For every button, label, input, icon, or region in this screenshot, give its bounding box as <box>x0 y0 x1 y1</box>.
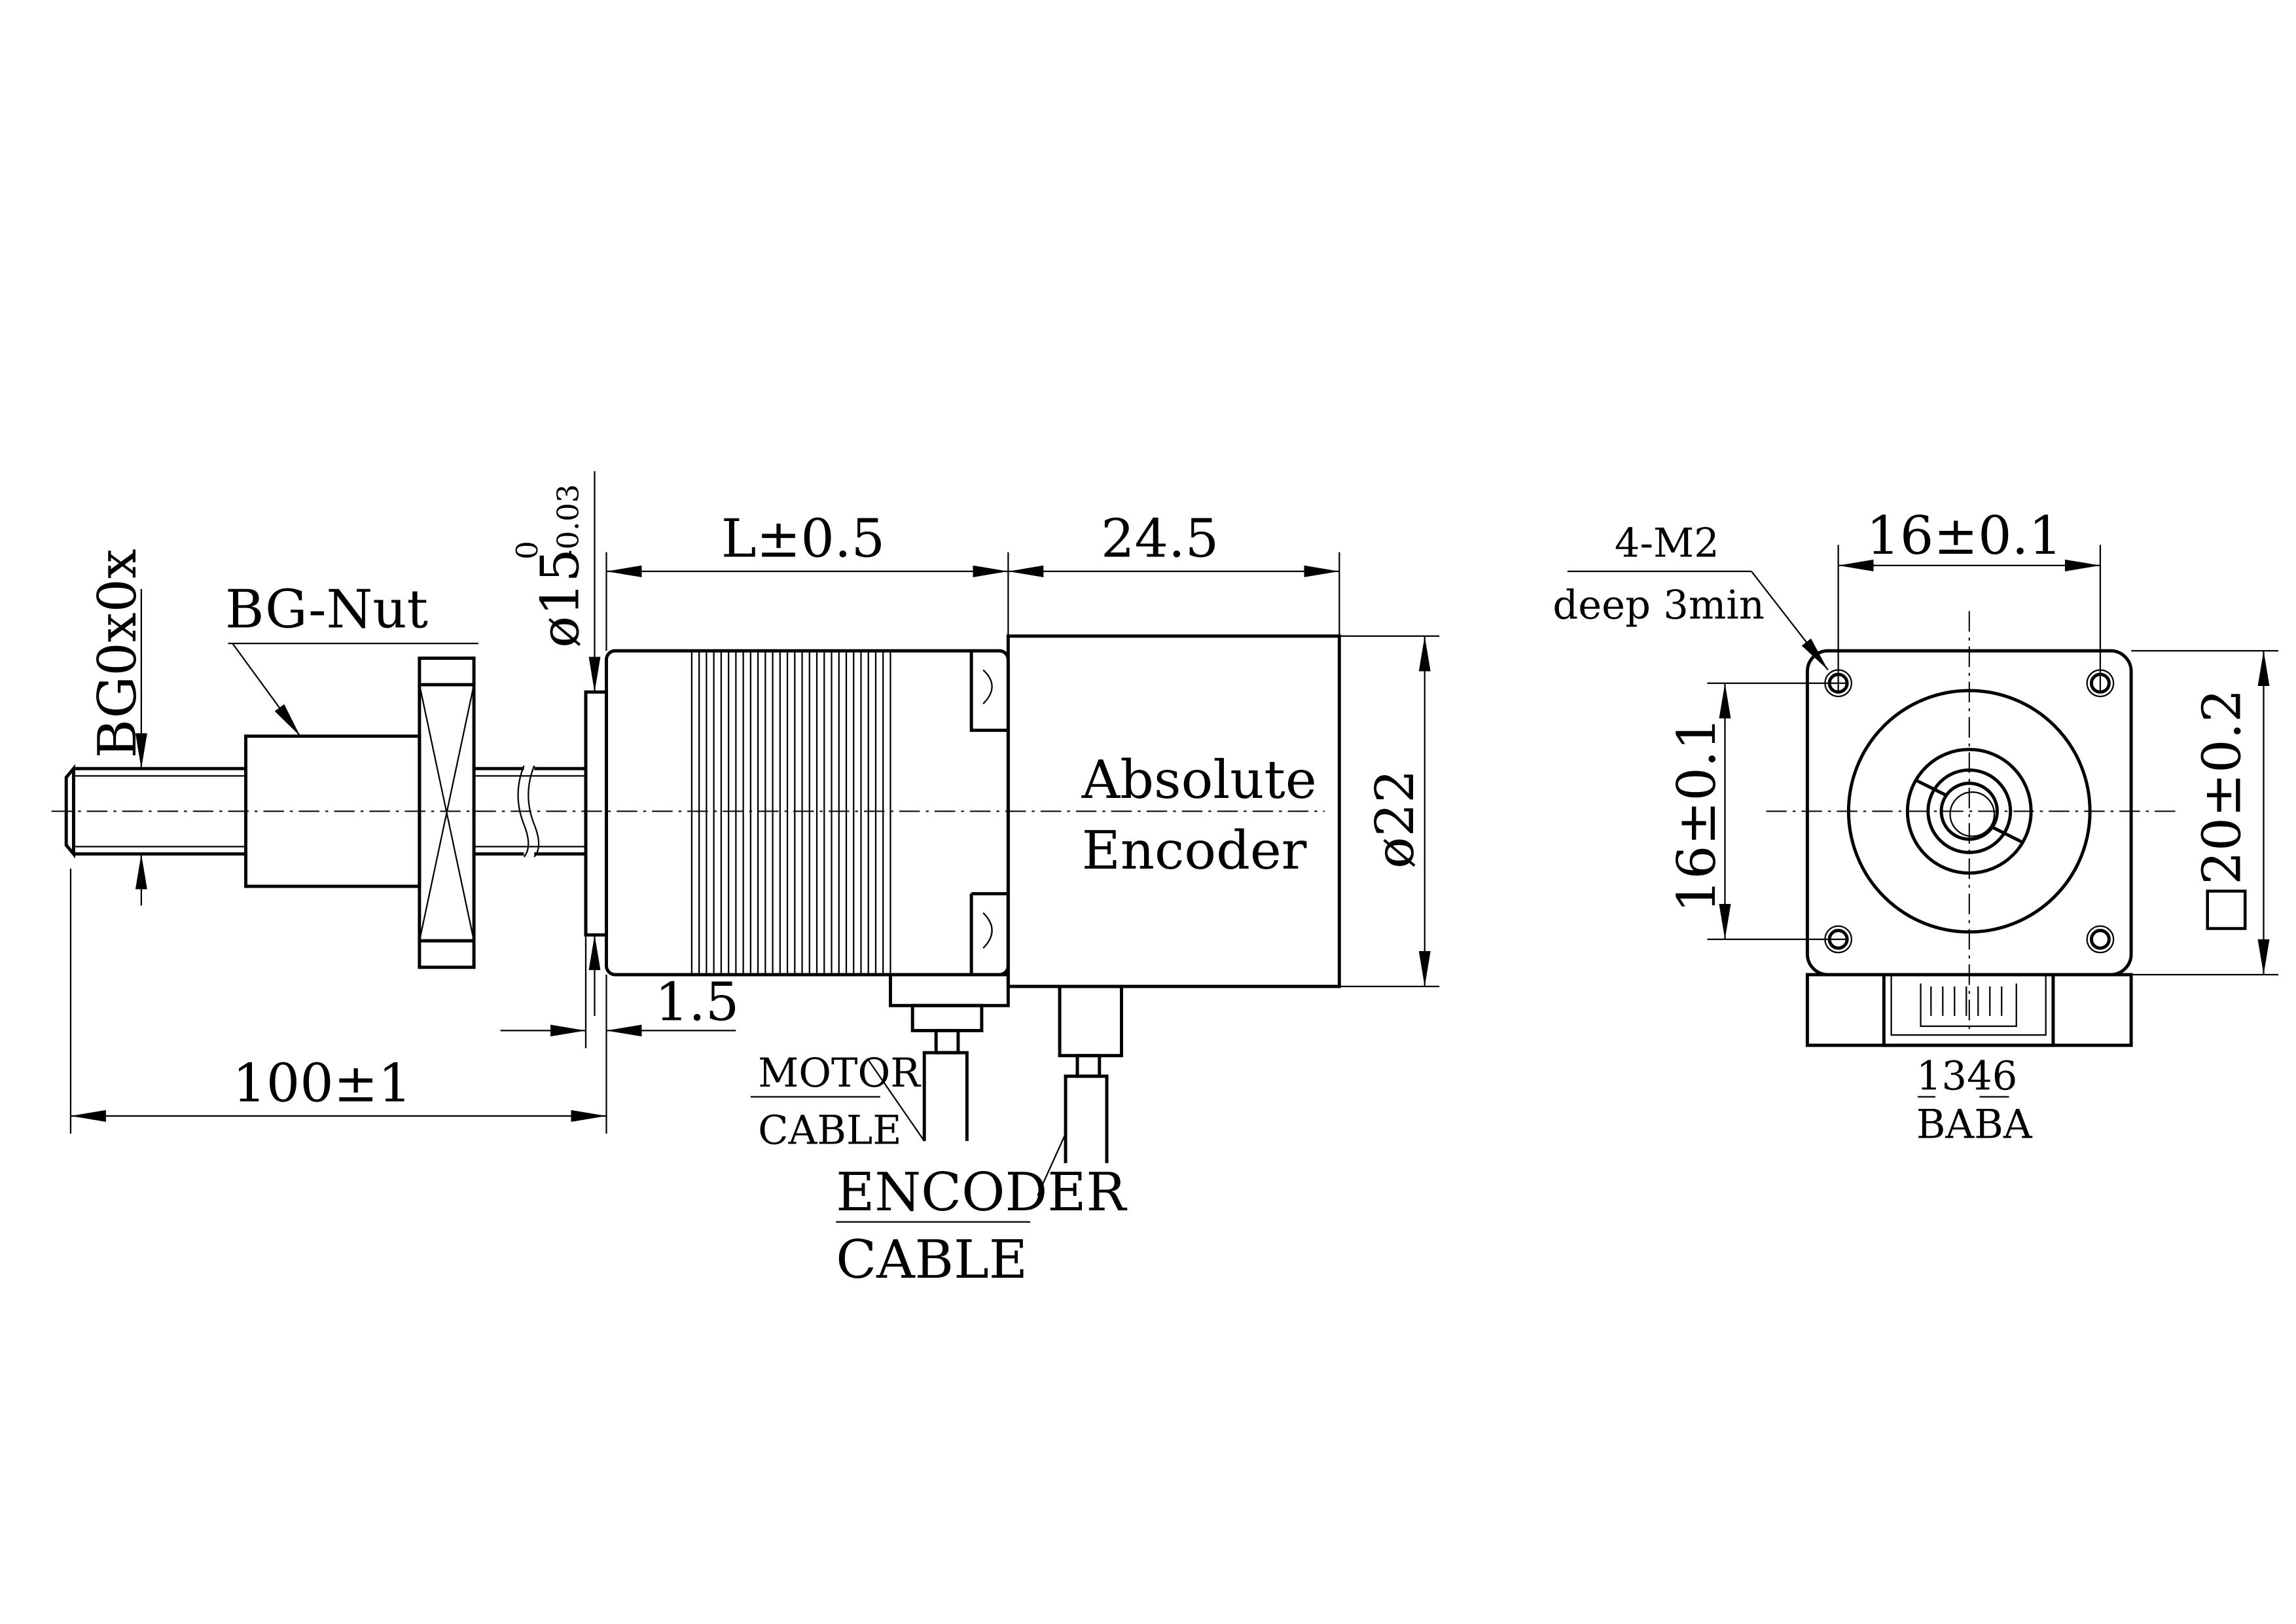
pin-phases: BABA <box>1916 1102 2033 1148</box>
nut-label: BG-Nut <box>225 579 428 640</box>
pilot-thickness: 1.5 <box>655 972 740 1034</box>
thread-label: BG0x0x <box>87 549 149 758</box>
encoder-cable-label-1: ENCODER <box>836 1162 1127 1223</box>
motor-cable-label-1: MOTOR <box>758 1051 922 1096</box>
front-view: 4-M2 deep 3min 16±0.1 16±0.1 □20±0.2 134… <box>1552 505 2279 1148</box>
pilot-flange <box>584 690 608 937</box>
encoder-cable <box>1037 984 1123 1196</box>
hole-spacing-v: 16±0.1 <box>1666 717 1728 913</box>
encoder-label-2: Encoder <box>1082 820 1307 882</box>
connector <box>1882 973 2055 1047</box>
encoder-diameter: ø22 <box>1365 769 1426 869</box>
holes-label-2: deep 3min <box>1552 583 1765 628</box>
pilot-tol-upper: 0 <box>510 541 545 560</box>
holes-label-1: 4-M2 <box>1615 520 1719 566</box>
pin-numbers: 1346 <box>1916 1053 2018 1099</box>
motor-length: L±0.5 <box>721 508 885 569</box>
encoder-length: 24.5 <box>1101 508 1219 569</box>
motor-body <box>604 649 1010 977</box>
motor-cable <box>867 973 1010 1142</box>
screw-length: 100±1 <box>232 1053 412 1114</box>
encoder-cable-label-2: CABLE <box>836 1229 1028 1291</box>
pilot-tol-lower: -0.03 <box>551 484 586 560</box>
encoder-body <box>1006 634 1341 988</box>
nut-flange <box>418 657 476 969</box>
lead-screw <box>64 764 586 859</box>
pilot-diameter-dim: ø15 0 -0.03 <box>510 484 592 648</box>
motor-cable-label-2: CABLE <box>758 1108 902 1154</box>
hole-spacing-h: 16±0.1 <box>1866 505 2062 567</box>
pilot-diameter: ø15 <box>530 549 592 648</box>
frame-size: □20±0.2 <box>2192 689 2253 935</box>
encoder-label-1: Absolute <box>1081 749 1317 811</box>
side-view: BG0x0x BG-Nut ø15 0 -0.03 L±0.5 24.5 Abs… <box>51 471 1440 1291</box>
